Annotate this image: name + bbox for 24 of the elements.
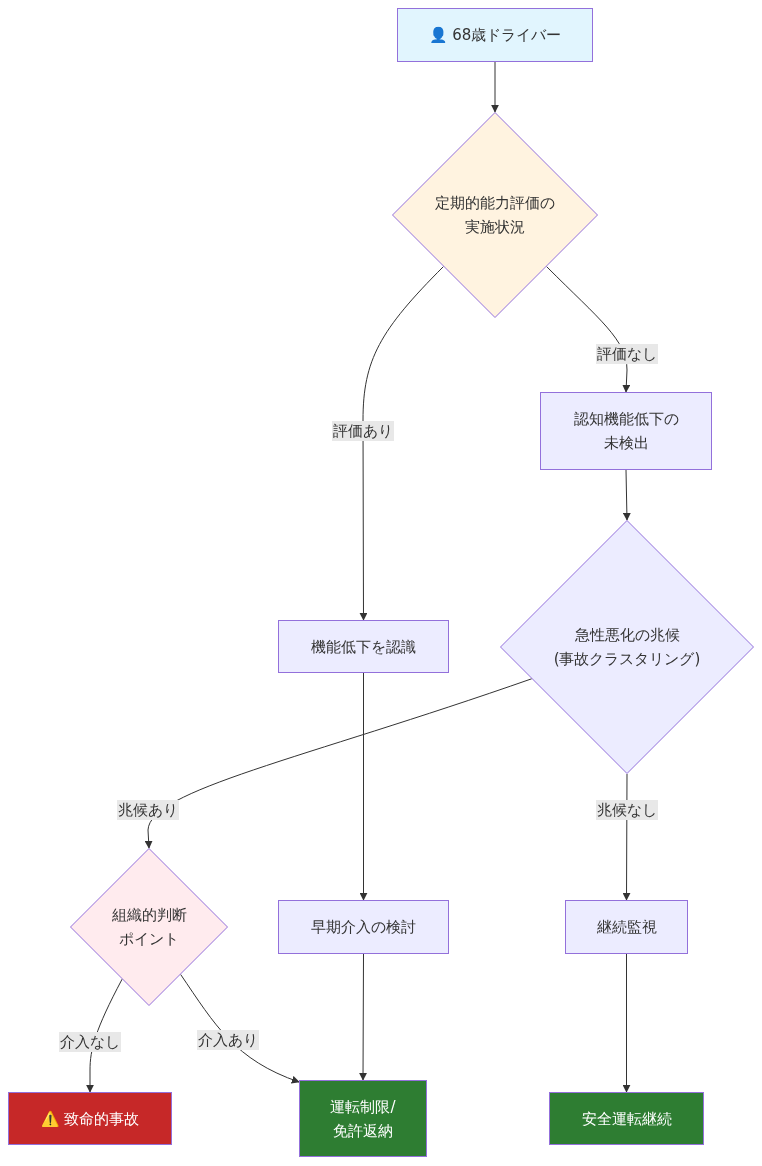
process-box: 安全運転継続 — [549, 1092, 704, 1145]
edge-label: 介入なし — [59, 1032, 121, 1052]
edge-label: 介入あり — [197, 1030, 259, 1050]
edge-label: 評価なし — [596, 344, 658, 364]
edge-label: 兆候あり — [117, 800, 179, 820]
process-box: 運転制限/免許返納 — [299, 1080, 427, 1157]
process-box: 認知機能低下の未検出 — [540, 392, 712, 470]
decision-diamond: 組織的判断ポイント — [70, 848, 228, 1006]
edge-label: 兆候なし — [596, 800, 658, 820]
arrow — [622, 469, 631, 521]
process-box: 早期介入の検討 — [278, 900, 449, 954]
decision-diamond: 定期的能力評価の実施状況 — [392, 112, 598, 318]
process-box: 継続監視 — [565, 900, 688, 954]
process-box: 👤 68歳ドライバー — [397, 8, 593, 62]
decision-diamond: 急性悪化の兆候 (事故クラスタリング) — [500, 520, 754, 774]
process-box: ⚠ 致命的事故 — [8, 1092, 172, 1145]
arrow — [359, 953, 368, 1081]
arrow — [359, 266, 444, 621]
arrow — [359, 672, 368, 901]
arrow — [622, 953, 631, 1093]
arrow — [144, 678, 533, 849]
edge-label: 評価あり — [332, 421, 394, 441]
process-box: 機能低下を認識 — [278, 620, 449, 673]
arrow — [491, 61, 499, 113]
